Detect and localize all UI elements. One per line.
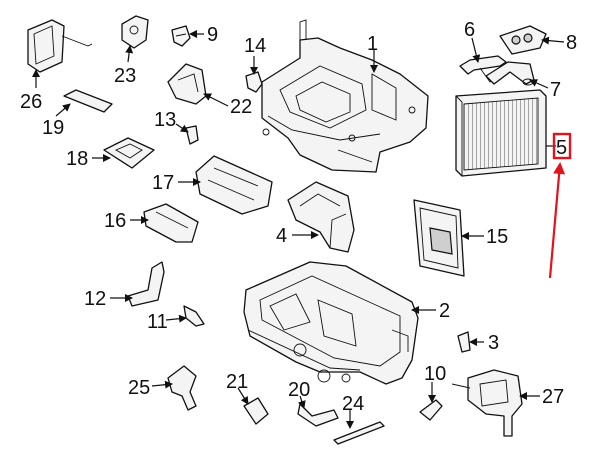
part-17-damper [195, 155, 273, 215]
part-13-fastener [185, 125, 199, 145]
leader-20 [297, 395, 306, 409]
leader-23 [125, 45, 134, 63]
callout-2: 2 [439, 300, 450, 322]
callout-labels: 1 2 3 4 5 6 7 8 9 10 11 12 13 14 15 16 1… [20, 19, 577, 415]
callout-20: 20 [288, 379, 310, 401]
part-24-rod [333, 421, 385, 445]
leader-11 [165, 314, 187, 323]
leader-7 [529, 79, 549, 89]
part-23-actuator [121, 15, 149, 49]
callout-10: 10 [424, 363, 446, 385]
leader-8 [541, 36, 565, 45]
part-20-link [297, 403, 339, 427]
part-27-blower [451, 369, 523, 437]
part-11-fastener [183, 305, 205, 327]
callout-17: 17 [152, 172, 174, 194]
part-22-actuator-motor [167, 63, 207, 105]
part-25-sensor [167, 365, 197, 411]
callout-27: 27 [542, 386, 564, 408]
callout-3: 3 [488, 332, 499, 354]
callout-9: 9 [207, 24, 218, 46]
callout-14: 14 [244, 35, 266, 57]
part-14-sensor [245, 71, 263, 93]
leader-6 [471, 37, 481, 63]
part-3-clip [457, 331, 471, 353]
part-10-lever [419, 399, 443, 421]
part-1-upper-case [261, 19, 429, 173]
highlight-arrow [548, 162, 566, 279]
part-8-seal-plate [499, 25, 547, 55]
part-9-clip [171, 25, 191, 47]
callout-12: 12 [84, 288, 106, 310]
leader-13 [175, 123, 189, 133]
callout-16: 16 [104, 210, 126, 232]
callout-5: 5 [556, 137, 567, 159]
callout-7: 7 [550, 79, 561, 101]
leader-21 [237, 387, 249, 405]
part-15-evaporator [413, 199, 465, 277]
callout-22: 22 [230, 96, 252, 118]
callout-13: 13 [154, 109, 176, 131]
callout-8: 8 [566, 32, 577, 54]
leader-25 [151, 380, 173, 389]
part-19-bracket [63, 89, 113, 113]
part-18-cover [103, 137, 155, 169]
part-16-filter [143, 203, 199, 243]
callout-19: 19 [42, 117, 64, 139]
callout-23: 23 [114, 65, 136, 87]
callout-24: 24 [342, 393, 364, 415]
callout-6: 6 [464, 19, 475, 41]
callout-11: 11 [147, 311, 168, 333]
leader-19 [55, 103, 71, 117]
part-5-heater-core [455, 89, 547, 177]
part-26-module [27, 19, 93, 73]
part-4-air-duct [287, 181, 355, 253]
callout-4: 4 [276, 225, 287, 247]
callout-26: 26 [20, 91, 42, 113]
highlight-callout-5 [548, 132, 572, 279]
callout-21: 21 [226, 371, 248, 393]
highlight-box [552, 132, 572, 160]
leader-lines [32, 30, 565, 429]
part-21-bracket [243, 397, 269, 425]
leader-22 [203, 93, 229, 107]
callout-15: 15 [486, 226, 508, 248]
callout-25: 25 [128, 377, 150, 399]
callout-18: 18 [66, 148, 88, 170]
part-12-bracket [127, 261, 165, 307]
callout-1: 1 [367, 33, 378, 55]
part-2-lower-case [243, 261, 419, 385]
